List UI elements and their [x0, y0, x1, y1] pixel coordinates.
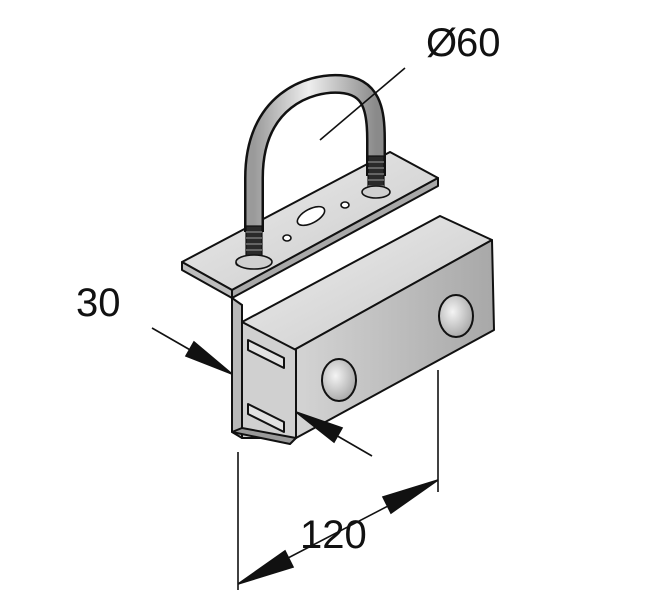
left-plate: [231, 297, 243, 439]
diameter-symbol: Ø: [426, 21, 457, 65]
dimension-lines: [151, 67, 439, 590]
slot-hole: [296, 205, 326, 227]
length-label: 120: [300, 513, 367, 557]
length-arrow-right: [381, 479, 439, 515]
height-arrow-right: [295, 411, 344, 444]
diameter-label: 60: [456, 21, 501, 65]
channel-bottom: [231, 427, 297, 445]
diameter-leader: [319, 67, 406, 141]
height-arrow-left: [184, 340, 233, 375]
u-bolt-threads: [245, 155, 385, 263]
channel-lip-upper: [247, 339, 285, 369]
channel-lip-lower: [247, 403, 285, 433]
channel-hole-rear: [438, 294, 474, 338]
right-nut: [361, 185, 391, 199]
left-nut: [235, 254, 273, 270]
height-label: 30: [76, 281, 121, 325]
dimension-labels: Ø 60 30 120: [76, 21, 501, 557]
top-flange-front-edge: [231, 177, 439, 299]
length-arrow-left: [237, 549, 295, 585]
channel-wall: [241, 304, 297, 439]
small-hole-2: [340, 201, 350, 209]
u-bolt: [235, 73, 391, 270]
channel-hole-front: [321, 358, 357, 402]
channel-holes: [321, 294, 474, 402]
small-hole-1: [282, 234, 292, 242]
